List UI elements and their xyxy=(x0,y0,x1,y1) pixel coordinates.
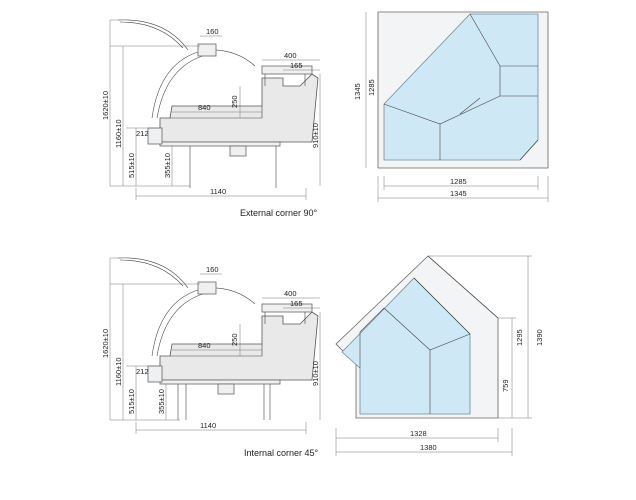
bottom-dim-400: 400 xyxy=(284,289,297,298)
top-dim-515: 515±10 xyxy=(127,153,136,178)
top-curved-glass xyxy=(151,49,206,119)
bottom-plan-dim-759: 759 xyxy=(501,379,510,392)
top-dim-355: 355±10 xyxy=(163,153,172,178)
caption-internal-corner: Internal corner 45° xyxy=(244,448,319,458)
top-side-view: 160 400 165 840 250 212 1620±10 1160±10 … xyxy=(101,19,321,200)
bottom-plan-dim-1295: 1295 xyxy=(515,329,524,346)
bottom-compressor xyxy=(217,383,235,395)
bottom-dim-1160: 1160±10 xyxy=(114,357,123,386)
bottom-light-head xyxy=(197,281,217,295)
top-dim-160: 160 xyxy=(206,27,219,36)
top-dim-212: 212 xyxy=(136,129,149,138)
top-plan-dim-1345-bottom: 1345 xyxy=(450,189,467,198)
top-dim-250: 250 xyxy=(230,95,239,108)
bottom-curved-glass xyxy=(151,287,206,357)
top-dim-1620: 1620±10 xyxy=(101,91,110,120)
top-counter-body xyxy=(159,73,319,143)
bottom-side-view: 160 400 165 840 250 212 1620±10 1160±10 … xyxy=(101,257,321,434)
bottom-plan-dim-1380: 1380 xyxy=(420,443,437,452)
top-dim-840: 840 xyxy=(198,103,211,112)
bottom-plan-dim-1328: 1328 xyxy=(410,429,427,438)
top-plan-dim-1285-left: 1285 xyxy=(367,79,376,96)
bottom-dim-165: 165 xyxy=(290,299,303,308)
top-dim-165: 165 xyxy=(290,61,303,70)
top-plan-dim-1285-bottom: 1285 xyxy=(450,177,467,186)
bottom-dim-250: 250 xyxy=(230,333,239,346)
bottom-dim-910: 910±10 xyxy=(311,361,320,386)
caption-external-corner: External corner 90° xyxy=(240,208,318,218)
bottom-dim-515: 515±10 xyxy=(127,389,136,414)
top-dim-1160: 1160±10 xyxy=(114,119,123,148)
top-compressor xyxy=(229,145,247,157)
bottom-canopy-arc xyxy=(117,257,189,289)
top-canopy-arc xyxy=(117,19,189,51)
bottom-dim-212: 212 xyxy=(136,367,149,376)
top-plan-dim-1345-left: 1345 xyxy=(353,83,362,100)
bottom-dim-160: 160 xyxy=(206,265,219,274)
top-dim-910: 910±10 xyxy=(311,123,320,148)
top-dim-1140: 1140 xyxy=(210,187,226,196)
bottom-plan-dim-1390: 1390 xyxy=(535,329,544,346)
bottom-dim-1140: 1140 xyxy=(200,421,216,430)
bottom-dim-355: 355±10 xyxy=(157,389,166,414)
top-dim-400: 400 xyxy=(284,51,297,60)
bottom-plan-view: 1295 1390 759 1328 1380 xyxy=(335,255,544,456)
bottom-dim-1620: 1620±10 xyxy=(101,329,110,358)
top-plan-view: 1345 1285 1285 1345 xyxy=(353,11,549,202)
top-light-head xyxy=(197,43,217,57)
bottom-dim-840: 840 xyxy=(198,341,211,350)
bottom-counter-body xyxy=(159,311,319,381)
